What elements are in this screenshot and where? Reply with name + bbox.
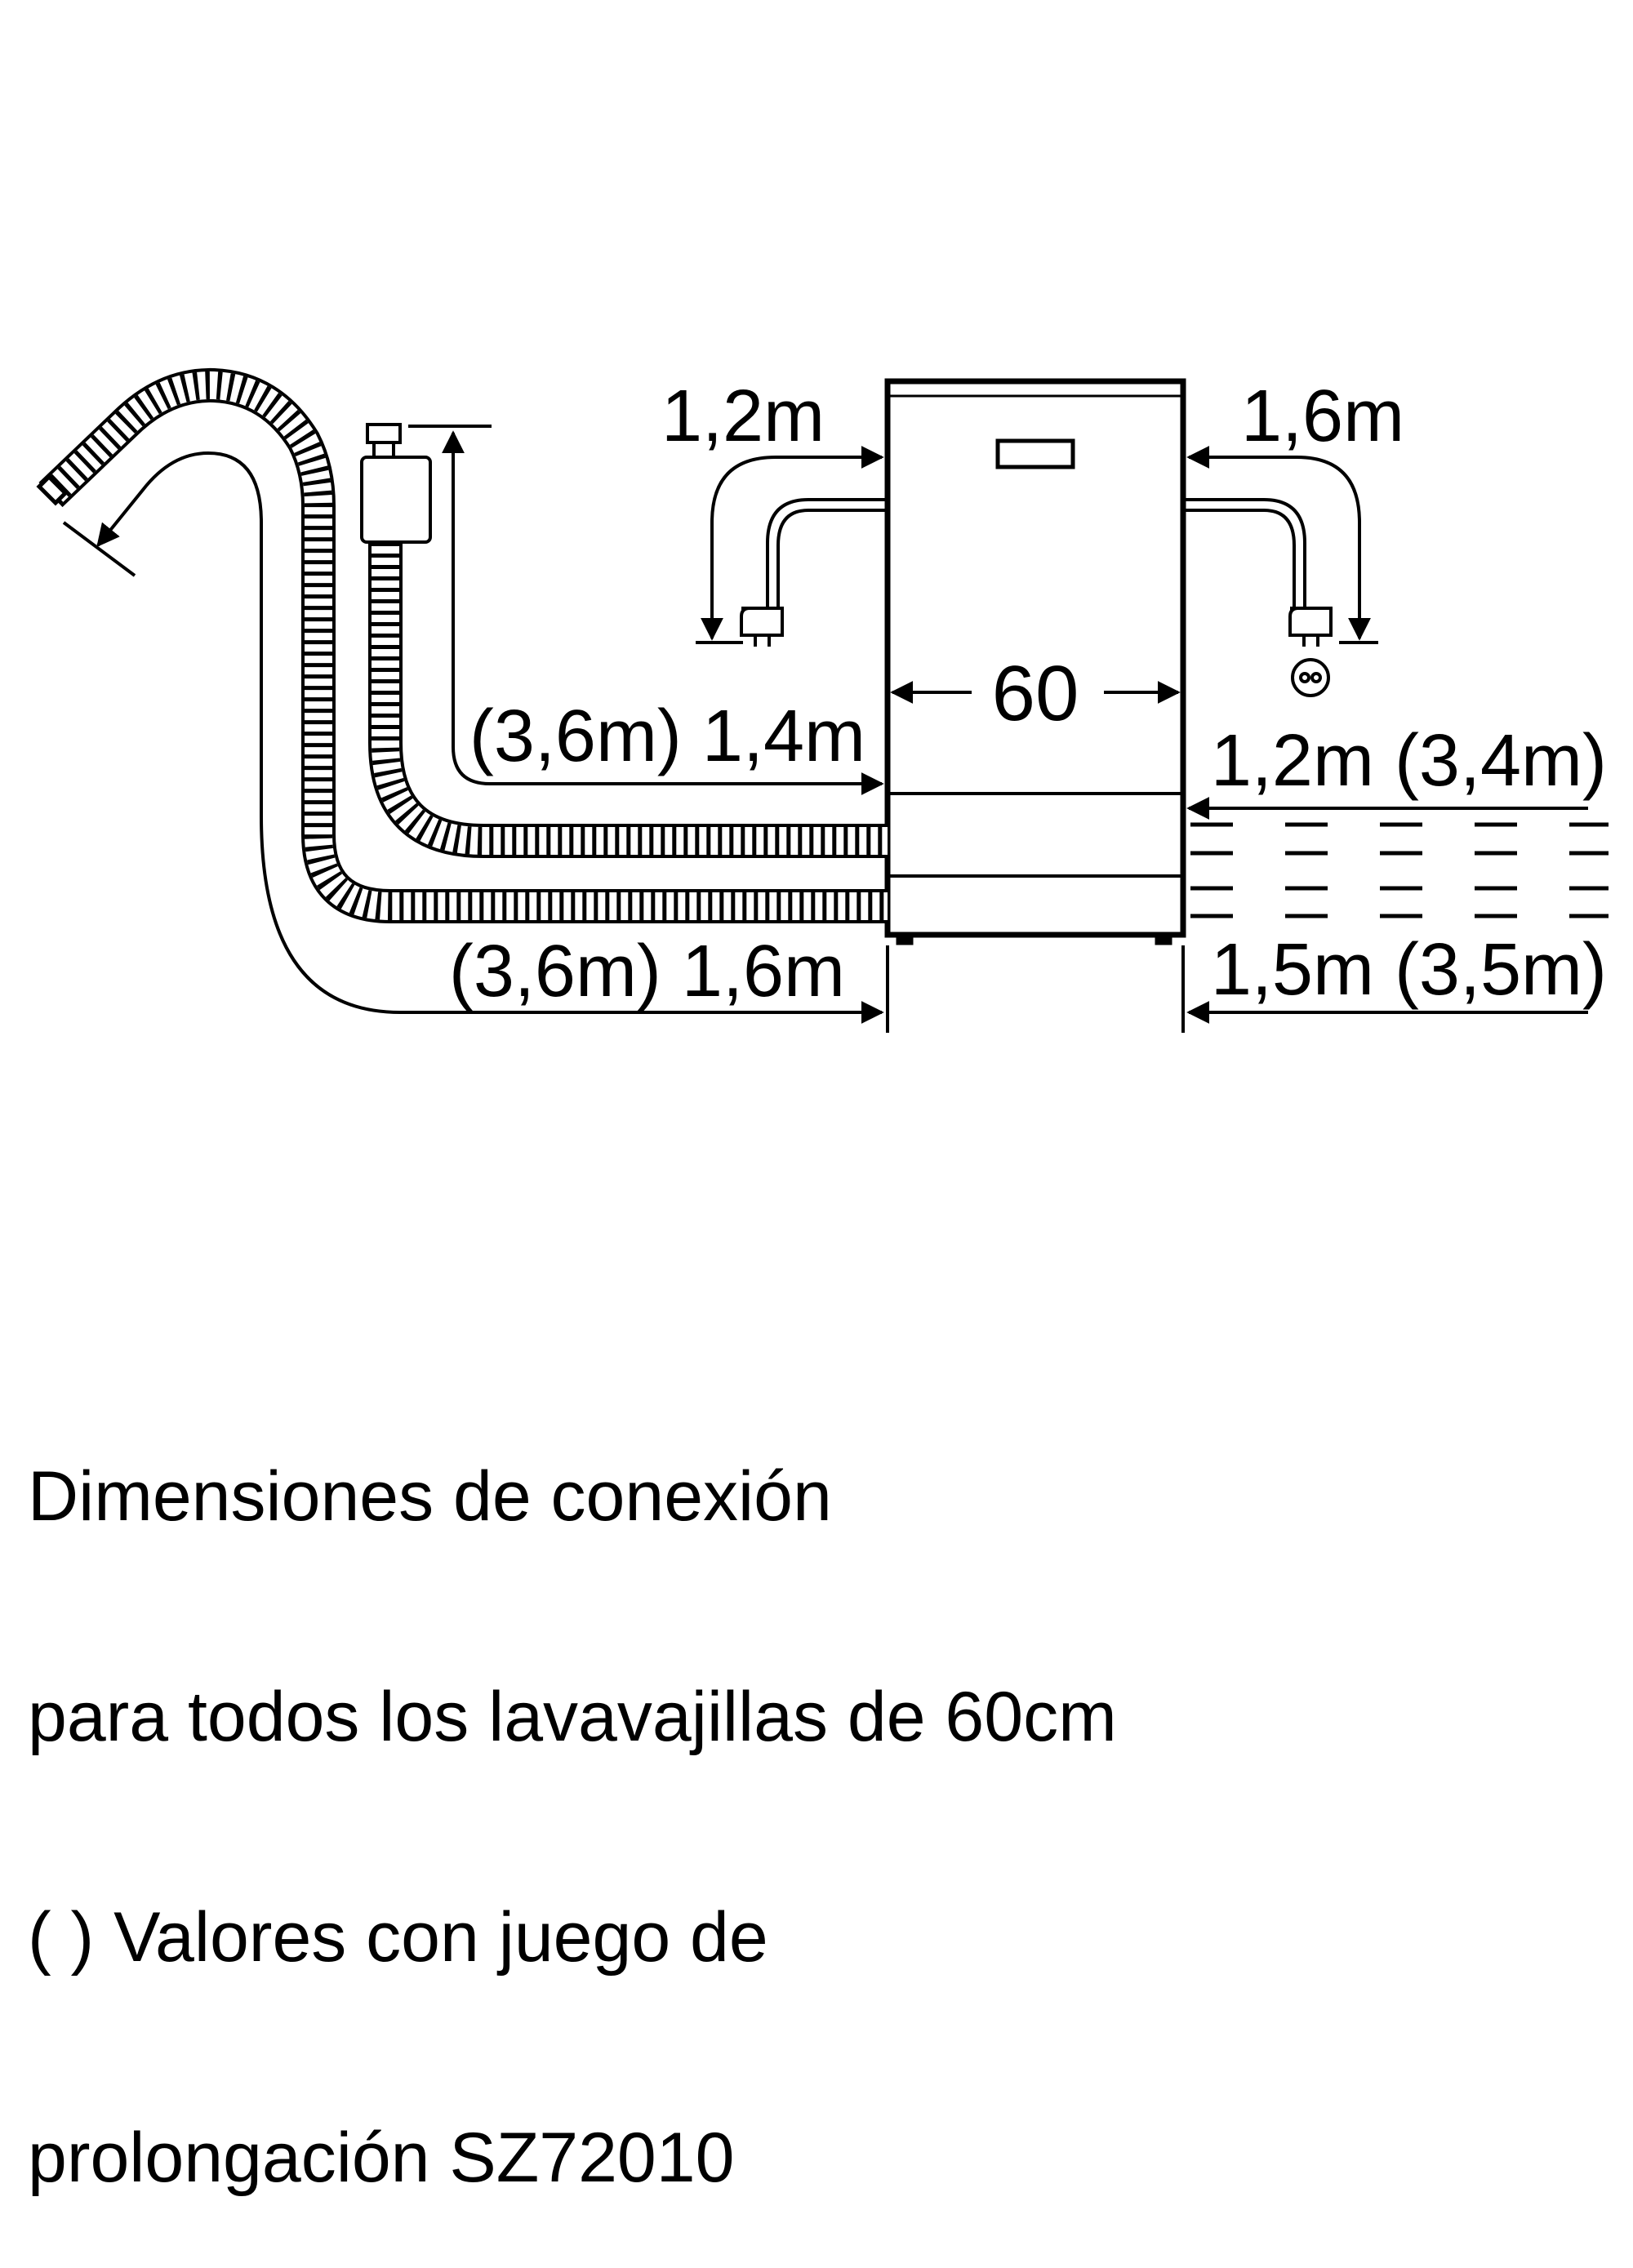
power-right-label: 1,6m [1241, 376, 1404, 457]
drain-dimension [62, 451, 884, 1024]
caption-line-4: prolongación SZ72010 [28, 2119, 735, 2197]
caption-line-1: Dimensiones de conexión [28, 1457, 832, 1536]
caption-line-2: para todos los lavavajillas de 60cm [28, 1678, 1117, 1756]
extension-dashes [1190, 822, 1609, 918]
width-label: 60 [992, 650, 1079, 737]
power-plug-right-icon [1288, 607, 1333, 647]
right-lower-label: 1,5m (3,5m) [1211, 929, 1607, 1011]
connection-dimensions-diagram: 60 1,2m 1,6m [36, 367, 1609, 1033]
water-inlet-label: (3,6m) 1,4m [469, 696, 865, 777]
power-right-dimension [1186, 446, 1378, 644]
caption: Dimensiones de conexión para todos los l… [28, 1313, 1579, 2268]
dishwasher-icon [884, 378, 1186, 945]
water-inlet-tap-icon [360, 423, 432, 544]
wall-socket-icon [1291, 658, 1330, 697]
power-cord-left [766, 498, 888, 608]
water-inlet-hose [368, 542, 888, 858]
drain-label: (3,6m) 1,6m [449, 931, 845, 1012]
right-upper-label: 1,2m (3,4m) [1211, 720, 1607, 802]
power-left-label: 1,2m [661, 376, 825, 457]
reference-lines [886, 945, 1185, 1033]
power-left-dimension [696, 446, 884, 644]
power-plug-left-icon [740, 607, 784, 647]
power-cord-right [1183, 498, 1306, 608]
caption-line-3: ( ) Valores con juego de [28, 1898, 768, 1977]
